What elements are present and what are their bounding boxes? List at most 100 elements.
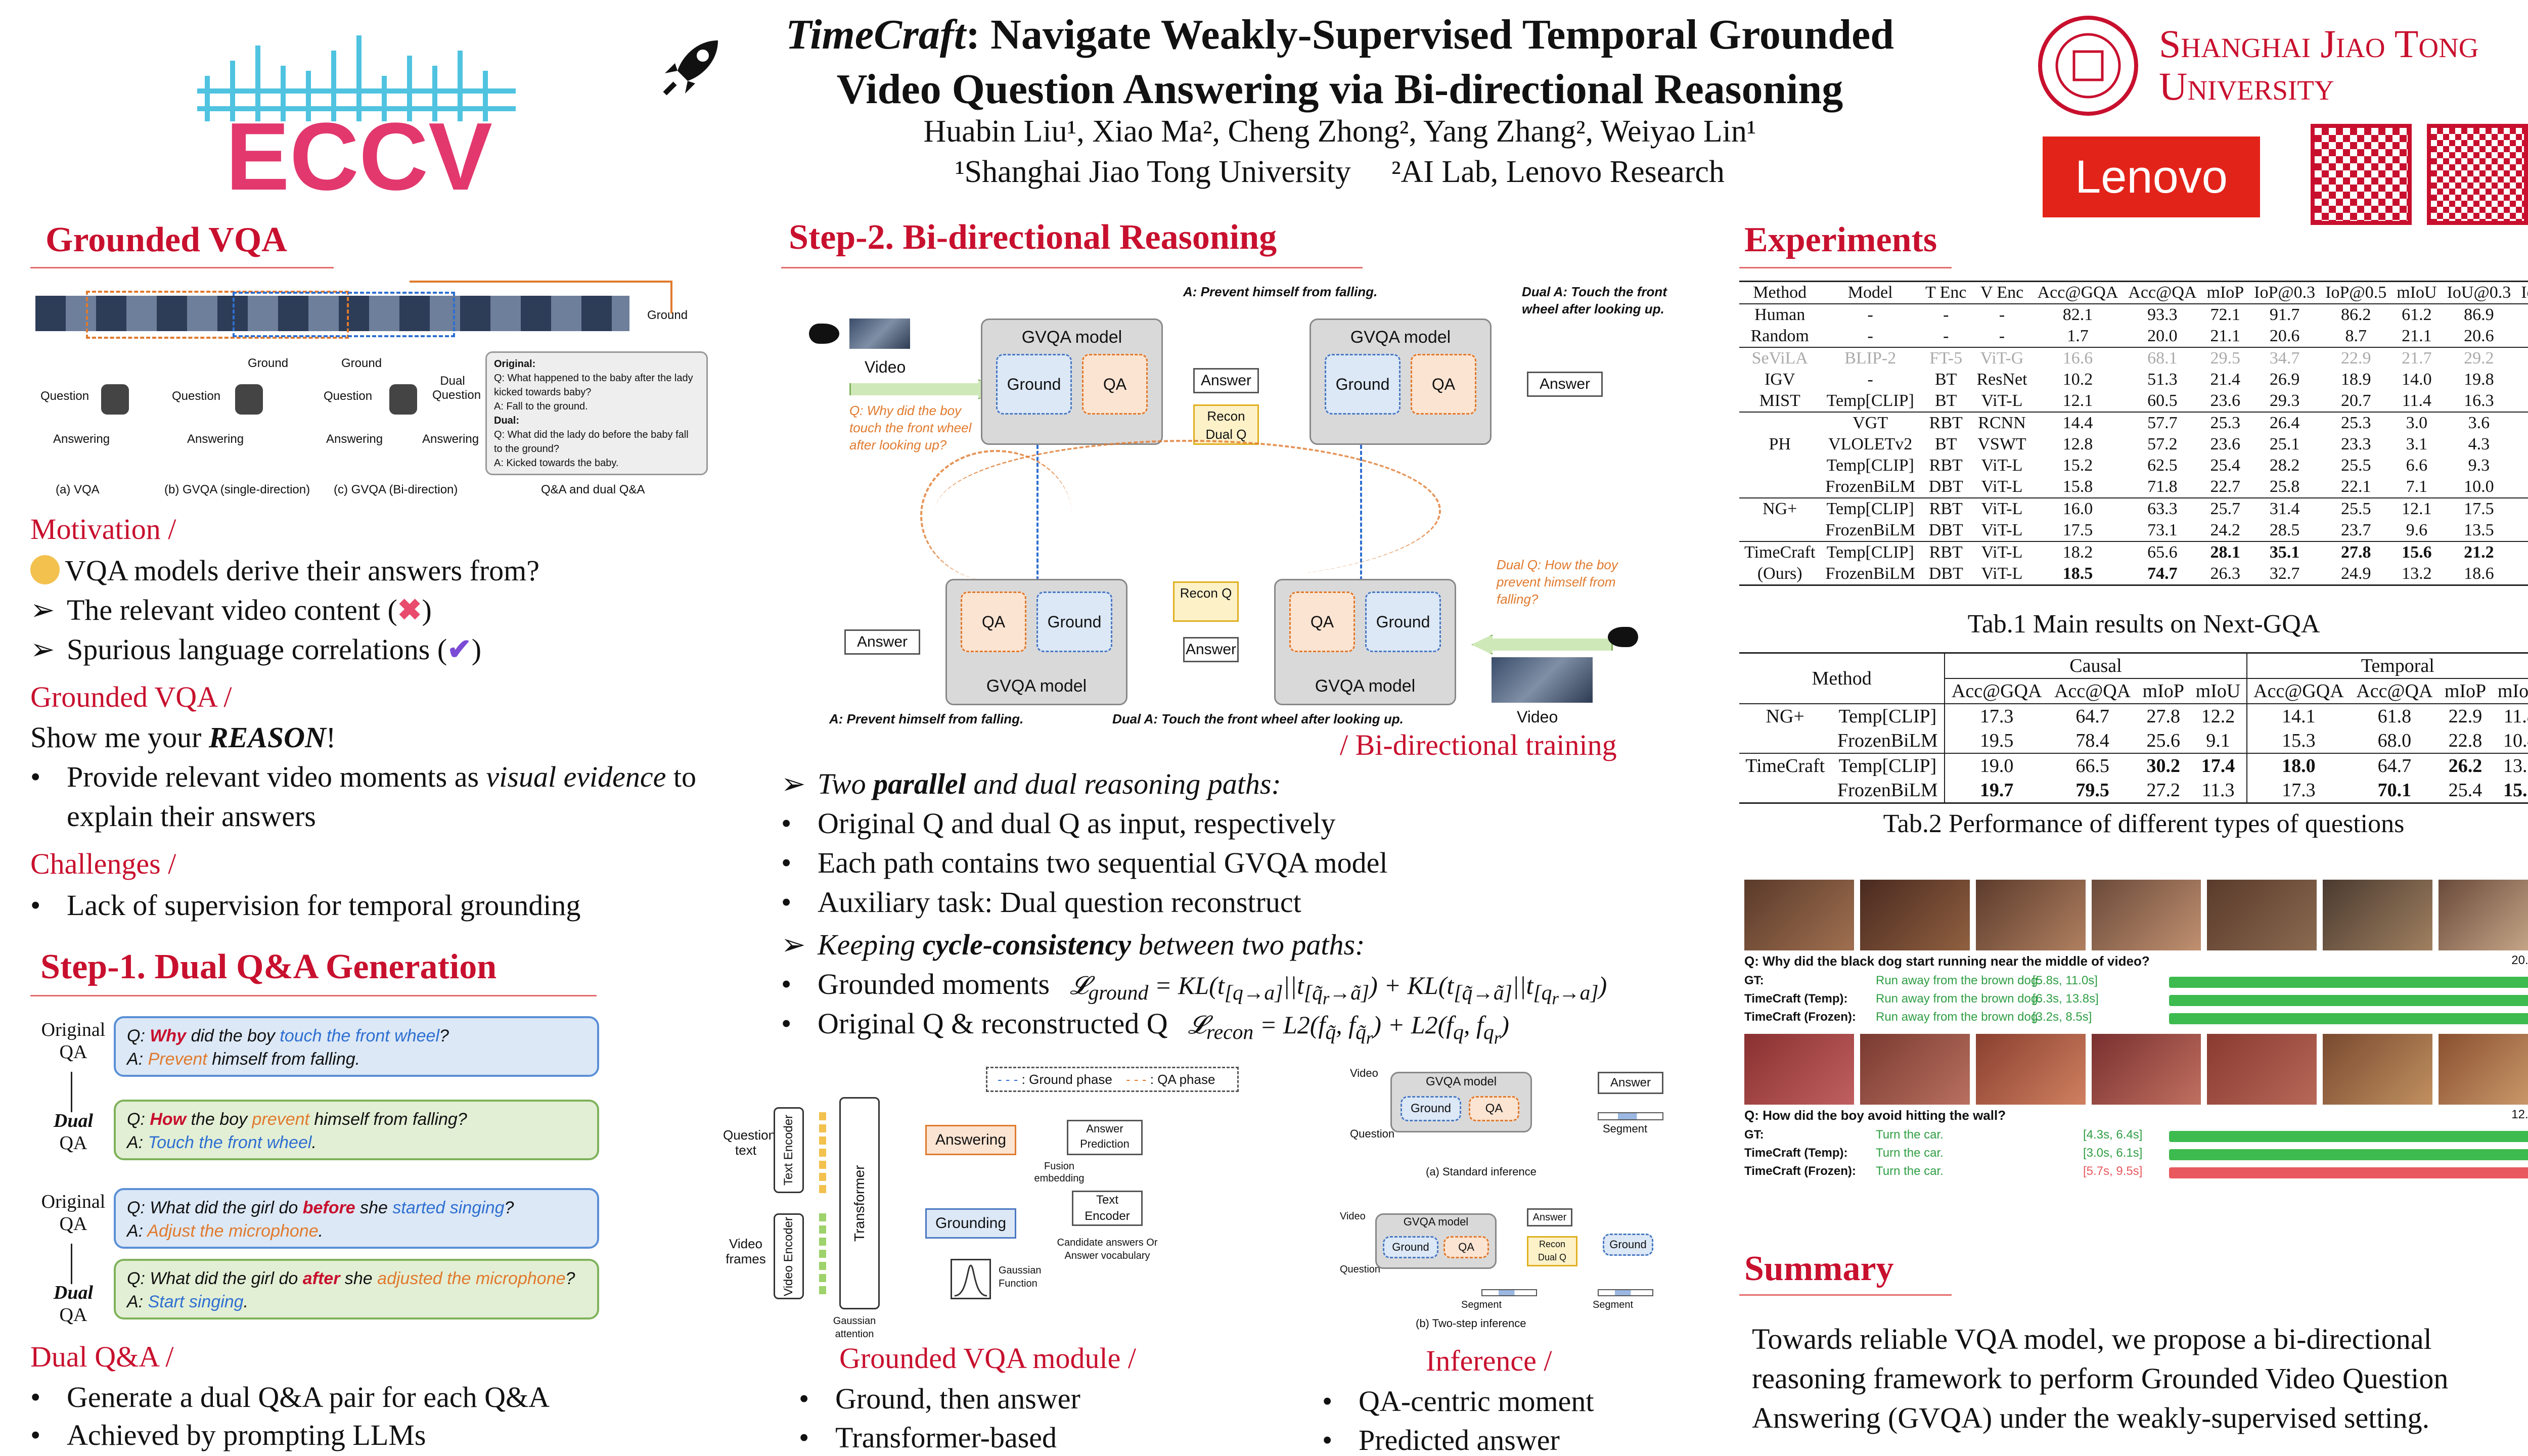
sjtu-seal: [2038, 15, 2139, 116]
motivation-title: Motivation /: [30, 513, 176, 545]
summary-title: Summary: [1744, 1249, 1894, 1288]
video-thumbnail: [849, 318, 910, 349]
table-1-header-cell: mIoP: [2206, 283, 2244, 302]
step1-title: Step-1. Dual Q&A Generation: [40, 947, 497, 986]
motivation-item-2: ➢Spurious language correlations (✔): [30, 633, 482, 666]
video-thumbnail: [1492, 657, 1593, 703]
table-1-header-cell: IoP@0.3: [2254, 283, 2316, 302]
step2-item-2: •Each path contains two sequential GVQA …: [781, 846, 1388, 879]
bidirectional-caption: / Bi-directional training: [1340, 729, 1617, 761]
original-qa-label: Original QA: [41, 1019, 106, 1063]
inference-item-2: •Predicted answer: [1322, 1424, 1560, 1456]
table-1-header-cell: V Enc: [1980, 283, 2024, 302]
gvqa-module-figure: - - - : Ground phase - - - : QA phase Qu…: [723, 1062, 1294, 1345]
table-1-header-cell: IoP@0.5: [2325, 283, 2387, 302]
original-qa-label: Original QA: [41, 1191, 106, 1235]
qa-box-3: Q: What did the girl do before she start…: [114, 1188, 599, 1249]
module-item-2: •Transformer-based: [799, 1421, 1057, 1454]
step2-heading-1: ➢Two parallel and dual reasoning paths:: [781, 767, 1281, 800]
gvqa-subtitle: Grounded VQA /: [30, 680, 232, 713]
motivation-text: VQA models derive their answers from?: [30, 551, 539, 590]
qa-box-2: Q: How the boy prevent himself from fall…: [114, 1100, 599, 1160]
step2-item-3: •Auxiliary task: Dual question reconstru…: [781, 886, 1301, 919]
gvqa-text: Show me your REASON!: [30, 721, 336, 754]
gvqa-figure: Ground Ground Ground Dual Question Quest…: [30, 281, 723, 503]
module-item-1: •Ground, then answer: [799, 1382, 1080, 1415]
table-1-header-cell: Acc@GQA: [2037, 283, 2118, 302]
table-1-header-cell: Model: [1847, 283, 1893, 302]
step2-item-1: •Original Q and dual Q as input, respect…: [781, 807, 1336, 840]
qa-example-box: Original: Q: What happened to the baby a…: [485, 351, 708, 475]
inference-figure: Video Question GVQA model Ground QA Answ…: [1340, 1062, 1694, 1345]
cross-icon: ✖: [397, 594, 422, 626]
table-1-header-cell: IoU@0.3: [2447, 283, 2511, 302]
rocket-icon: [809, 324, 839, 344]
table-row: Human---82.193.372.191.786.261.286.970.3: [1754, 305, 2494, 324]
poster-title: TimeCraft: Navigate Weakly-Supervised Te…: [786, 11, 1894, 113]
thinking-face-icon: [30, 555, 60, 584]
rocket-icon: [1608, 627, 1638, 647]
robot-icon: [389, 384, 417, 415]
step2-heading-2: ➢Keeping cycle-consistency between two p…: [781, 928, 1365, 961]
challenges-item: •Lack of supervision for temporal ground…: [30, 889, 581, 922]
gvqa-item: •Provide relevant video moments as visua…: [30, 760, 697, 833]
qr-code-2[interactable]: [2427, 124, 2528, 225]
summary-text: Towards reliable VQA model, we propose a…: [1752, 1323, 2449, 1434]
table-1-header-cell: Method: [1753, 283, 1807, 302]
authors: Huabin Liu¹, Xiao Ma², Cheng Zhong², Yan…: [923, 114, 1756, 149]
rocket-icon: [657, 30, 728, 101]
qa-box-4: Q: What did the girl do after she adjust…: [114, 1259, 599, 1320]
dual-qa-item-1: •Generate a dual Q&A pair for each Q&A: [30, 1381, 550, 1414]
robot-icon: [101, 384, 129, 415]
qa-box-1: Q: Why did the boy touch the front wheel…: [114, 1016, 599, 1077]
inference-title: Inference /: [1426, 1344, 1552, 1377]
table-1-caption: Tab.1 Main results on Next-GQA: [1967, 610, 2320, 639]
table-1-header-cell: IoU@0.5: [2521, 283, 2528, 302]
table-row: Random---1.720.021.120.68.721.120.68.7: [1739, 326, 2528, 347]
lenovo-logo: Lenovo: [2043, 136, 2260, 217]
dual-qa-title: Dual Q&A /: [30, 1340, 174, 1373]
qr-code-1[interactable]: [2311, 124, 2412, 225]
check-icon: ✔: [447, 633, 472, 666]
table-1-header-cell: T Enc: [1925, 283, 1967, 302]
video-strip: [35, 296, 629, 331]
gvqa-module-title: Grounded VQA module /: [839, 1342, 1136, 1375]
step2-title: Step-2. Bi-directional Reasoning: [789, 218, 1277, 257]
eccv-logo: ECCV: [192, 15, 526, 210]
experiments-title: Experiments: [1744, 220, 1937, 259]
inference-item-1: •QA-centric moment: [1322, 1385, 1594, 1418]
robot-icon: [235, 384, 263, 415]
motivation-item-1: ➢The relevant video content (✖): [30, 594, 432, 626]
challenges-title: Challenges /: [30, 847, 176, 880]
gvqa-section-title: Grounded VQA: [46, 220, 287, 259]
visualization-1: Q: Why did the black dog start running n…: [1744, 880, 2528, 1031]
table-1-header-cell: Acc@QA: [2128, 283, 2197, 302]
bidirectional-figure: Video Q: Why did the boy touch the front…: [809, 273, 1679, 726]
table-2-caption: Tab.2 Performance of different types of …: [1883, 809, 2405, 838]
svg-text:ECCV: ECCV: [225, 103, 492, 197]
table-1-header-cell: mIoU: [2397, 283, 2437, 302]
dual-qa-item-2: •Achieved by prompting LLMs: [30, 1419, 426, 1451]
